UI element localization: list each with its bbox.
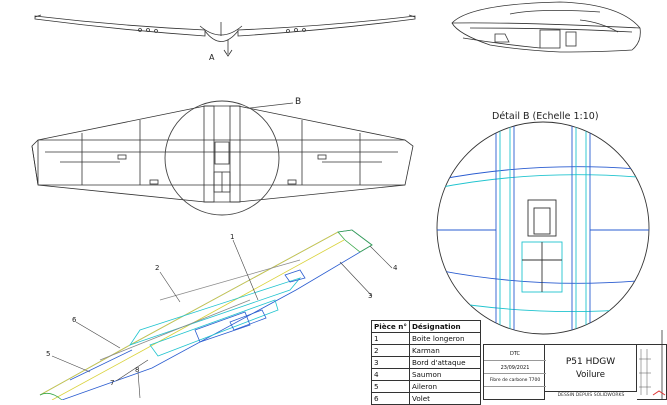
front-view-wing [34,14,416,57]
side-view-fuselage [451,1,641,53]
part-number: 5 [371,380,410,393]
callout-leaders [51,239,393,399]
callout-8: 8 [135,366,139,374]
section-marker-A: A [209,53,215,62]
part-name: Karman [408,344,482,357]
callout-6: 6 [72,316,77,324]
detail-circle-B [164,100,280,216]
title-block-strip [637,344,667,400]
title-block-title-cell: P51 HDGW Voilure [545,344,637,392]
part-number: 3 [371,356,410,369]
part-name: Boite longeron [408,332,482,345]
part-number: 2 [371,344,410,357]
drawing-subtitle: Voilure [575,370,605,380]
isometric-view-wing [39,229,373,400]
part-number: 1 [371,332,410,345]
detail-title: Détail B (Echelle 1:10) [492,111,599,122]
detail-view-b [436,121,650,335]
callout-5: 5 [46,350,50,358]
top-view-wing [31,105,414,203]
part-name: Bord d'attaque [408,356,482,369]
date: 23/09/2021 [500,365,530,371]
parts-table-header-num: Pièce n° [371,320,410,333]
part-name: Saumon [408,368,482,381]
callout-2: 2 [155,264,159,272]
part-number: 4 [371,368,410,381]
author: DTC [509,351,521,357]
title-block: DTC 23/09/2021 Fibre de carbone T700 P51… [483,344,667,400]
title-block-info: DTC 23/09/2021 Fibre de carbone T700 [483,344,546,400]
parts-table-header-name: Désignation [408,320,482,333]
callout-7: 7 [110,379,114,387]
callout-4: 4 [393,264,398,272]
detail-marker-B: B [295,97,301,107]
callout-1: 1 [230,233,234,241]
drawing-title: P51 HDGW [565,357,616,367]
parts-table-header: Pièce n° Désignation [371,320,482,333]
material: Fibre de carbone T700 [489,378,541,383]
part-name: Volet [408,392,482,405]
part-name: Aileron [408,380,482,393]
revision-marks [639,349,666,396]
title-block-footer: DESSIN DEPUIS SOLIDWORKS [557,393,625,398]
callout-3: 3 [368,292,372,300]
part-number: 6 [371,392,410,405]
